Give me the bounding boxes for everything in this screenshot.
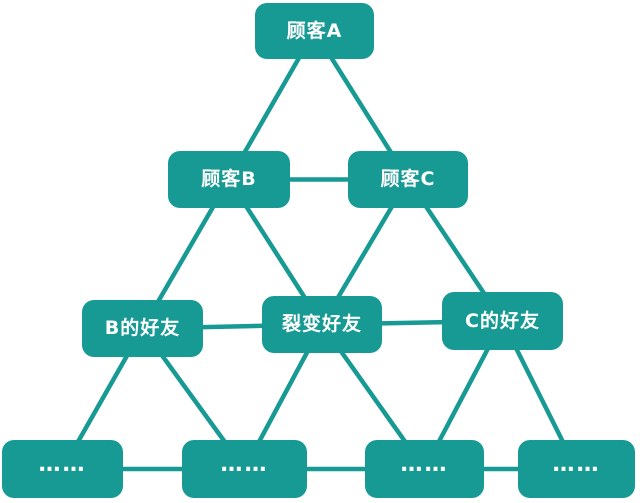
node-b-friends-label: B的好友 xyxy=(104,317,181,339)
node-c-friends-label: C的好友 xyxy=(465,309,540,332)
node-customer-b-label: 顾客B xyxy=(201,168,257,190)
node-more-1: …… xyxy=(2,440,123,498)
node-customer-a: 顾客A xyxy=(255,3,374,59)
node-more-4-label: …… xyxy=(552,452,601,477)
node-fission-friends: 裂变好友 xyxy=(262,296,382,353)
node-c-friends: C的好友 xyxy=(442,292,563,350)
node-customer-c-label: 顾客C xyxy=(380,168,436,190)
node-more-2: …… xyxy=(182,440,307,498)
node-fission-friends-label: 裂变好友 xyxy=(281,313,362,335)
node-more-4: …… xyxy=(518,440,635,498)
node-customer-b: 顾客B xyxy=(168,151,290,208)
node-customer-c: 顾客C xyxy=(348,151,468,208)
node-customer-a-label: 顾客A xyxy=(286,19,343,42)
node-more-3-label: …… xyxy=(400,452,449,477)
node-more-2-label: …… xyxy=(220,452,269,477)
node-b-friends: B的好友 xyxy=(82,300,203,357)
node-more-1-label: …… xyxy=(38,452,87,477)
node-more-3: …… xyxy=(365,440,484,498)
